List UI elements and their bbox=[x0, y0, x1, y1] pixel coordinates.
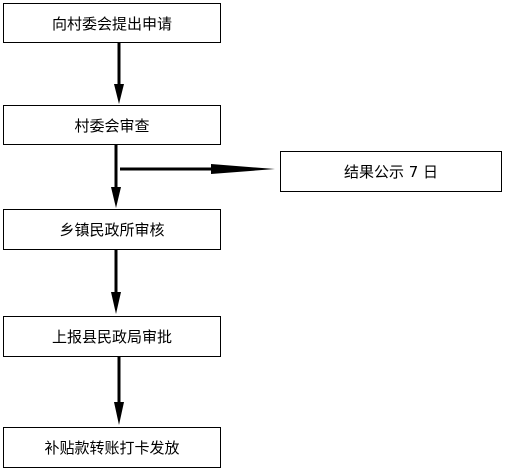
edge-n2-n4 bbox=[111, 145, 121, 208]
step-label: 结果公示 7 日 bbox=[343, 163, 439, 181]
arrowhead bbox=[114, 402, 124, 425]
step-label: 村委会审查 bbox=[74, 116, 150, 135]
arrowhead bbox=[111, 187, 121, 208]
step-label: 向村委会提出申请 bbox=[51, 14, 172, 33]
edge-n2-n3 bbox=[120, 164, 275, 174]
step-label: 上报县民政局审批 bbox=[51, 328, 172, 346]
arrowhead bbox=[114, 84, 124, 104]
step-county-approval: 上报县民政局审批 bbox=[3, 316, 221, 357]
step-township-audit: 乡镇民政所审核 bbox=[3, 209, 221, 250]
step-result-publicity: 结果公示 7 日 bbox=[280, 151, 502, 192]
edge-n1-n2 bbox=[114, 43, 124, 104]
arrowhead bbox=[111, 292, 121, 314]
step-label: 乡镇民政所审核 bbox=[59, 221, 165, 239]
edge-n4-n5 bbox=[111, 250, 121, 314]
step-submit-application: 向村委会提出申请 bbox=[3, 3, 221, 43]
step-subsidy-payment: 补贴款转账打卡发放 bbox=[3, 427, 221, 468]
step-label: 补贴款转账打卡发放 bbox=[44, 439, 180, 457]
arrowhead bbox=[211, 164, 275, 174]
edge-n5-n6 bbox=[114, 357, 124, 425]
step-village-review: 村委会审查 bbox=[3, 105, 221, 145]
